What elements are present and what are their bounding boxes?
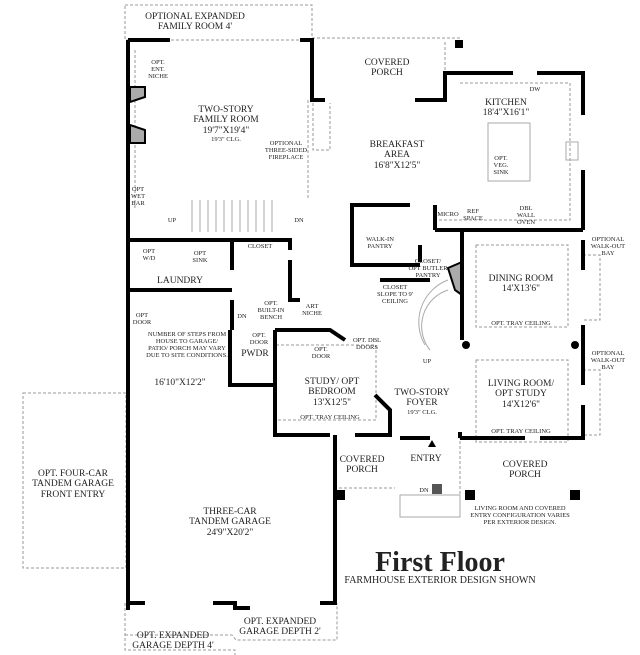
mudroom-dimension: 16'10"X12'2"	[154, 378, 206, 388]
microwave-label: MICRO	[437, 211, 459, 218]
stairs-up-label: UP	[167, 217, 177, 224]
walls	[126, 38, 585, 610]
entry-label: ENTRY	[410, 454, 442, 464]
plan-subtitle: FARMHOUSE EXTERIOR DESIGN SHOWN	[344, 575, 536, 586]
mudroom-down-label: DN	[237, 313, 247, 320]
foyer-stairs-up-label: UP	[422, 358, 432, 365]
powder-room-label: PWDR	[241, 349, 269, 359]
stairs-down-label: DN	[294, 217, 304, 224]
fixtures	[191, 122, 579, 518]
study-tray-ceiling: OPT. TRAY CEILING	[300, 414, 360, 421]
ent-niche-note: OPT.ENT.NICHE	[148, 59, 168, 81]
plan-title: First Floor	[375, 547, 505, 578]
entry-arrow-icon	[428, 440, 436, 447]
closet-label: CLOSET	[247, 243, 273, 250]
columns	[335, 40, 580, 500]
veg-sink-note: OPT.VEG.SINK	[493, 155, 509, 177]
laundry-label: LAUNDRY	[157, 276, 203, 286]
pwdr-door-note: OPT.DOOR	[249, 332, 269, 347]
dishwasher-label: DW	[529, 86, 541, 93]
dining-tray-ceiling: OPT. TRAY CEILING	[491, 320, 551, 327]
entry-down-label: DN	[419, 487, 429, 494]
living-tray-ceiling: OPT. TRAY CEILING	[491, 428, 551, 435]
study-door-note: OPT.DOOR	[311, 346, 331, 361]
